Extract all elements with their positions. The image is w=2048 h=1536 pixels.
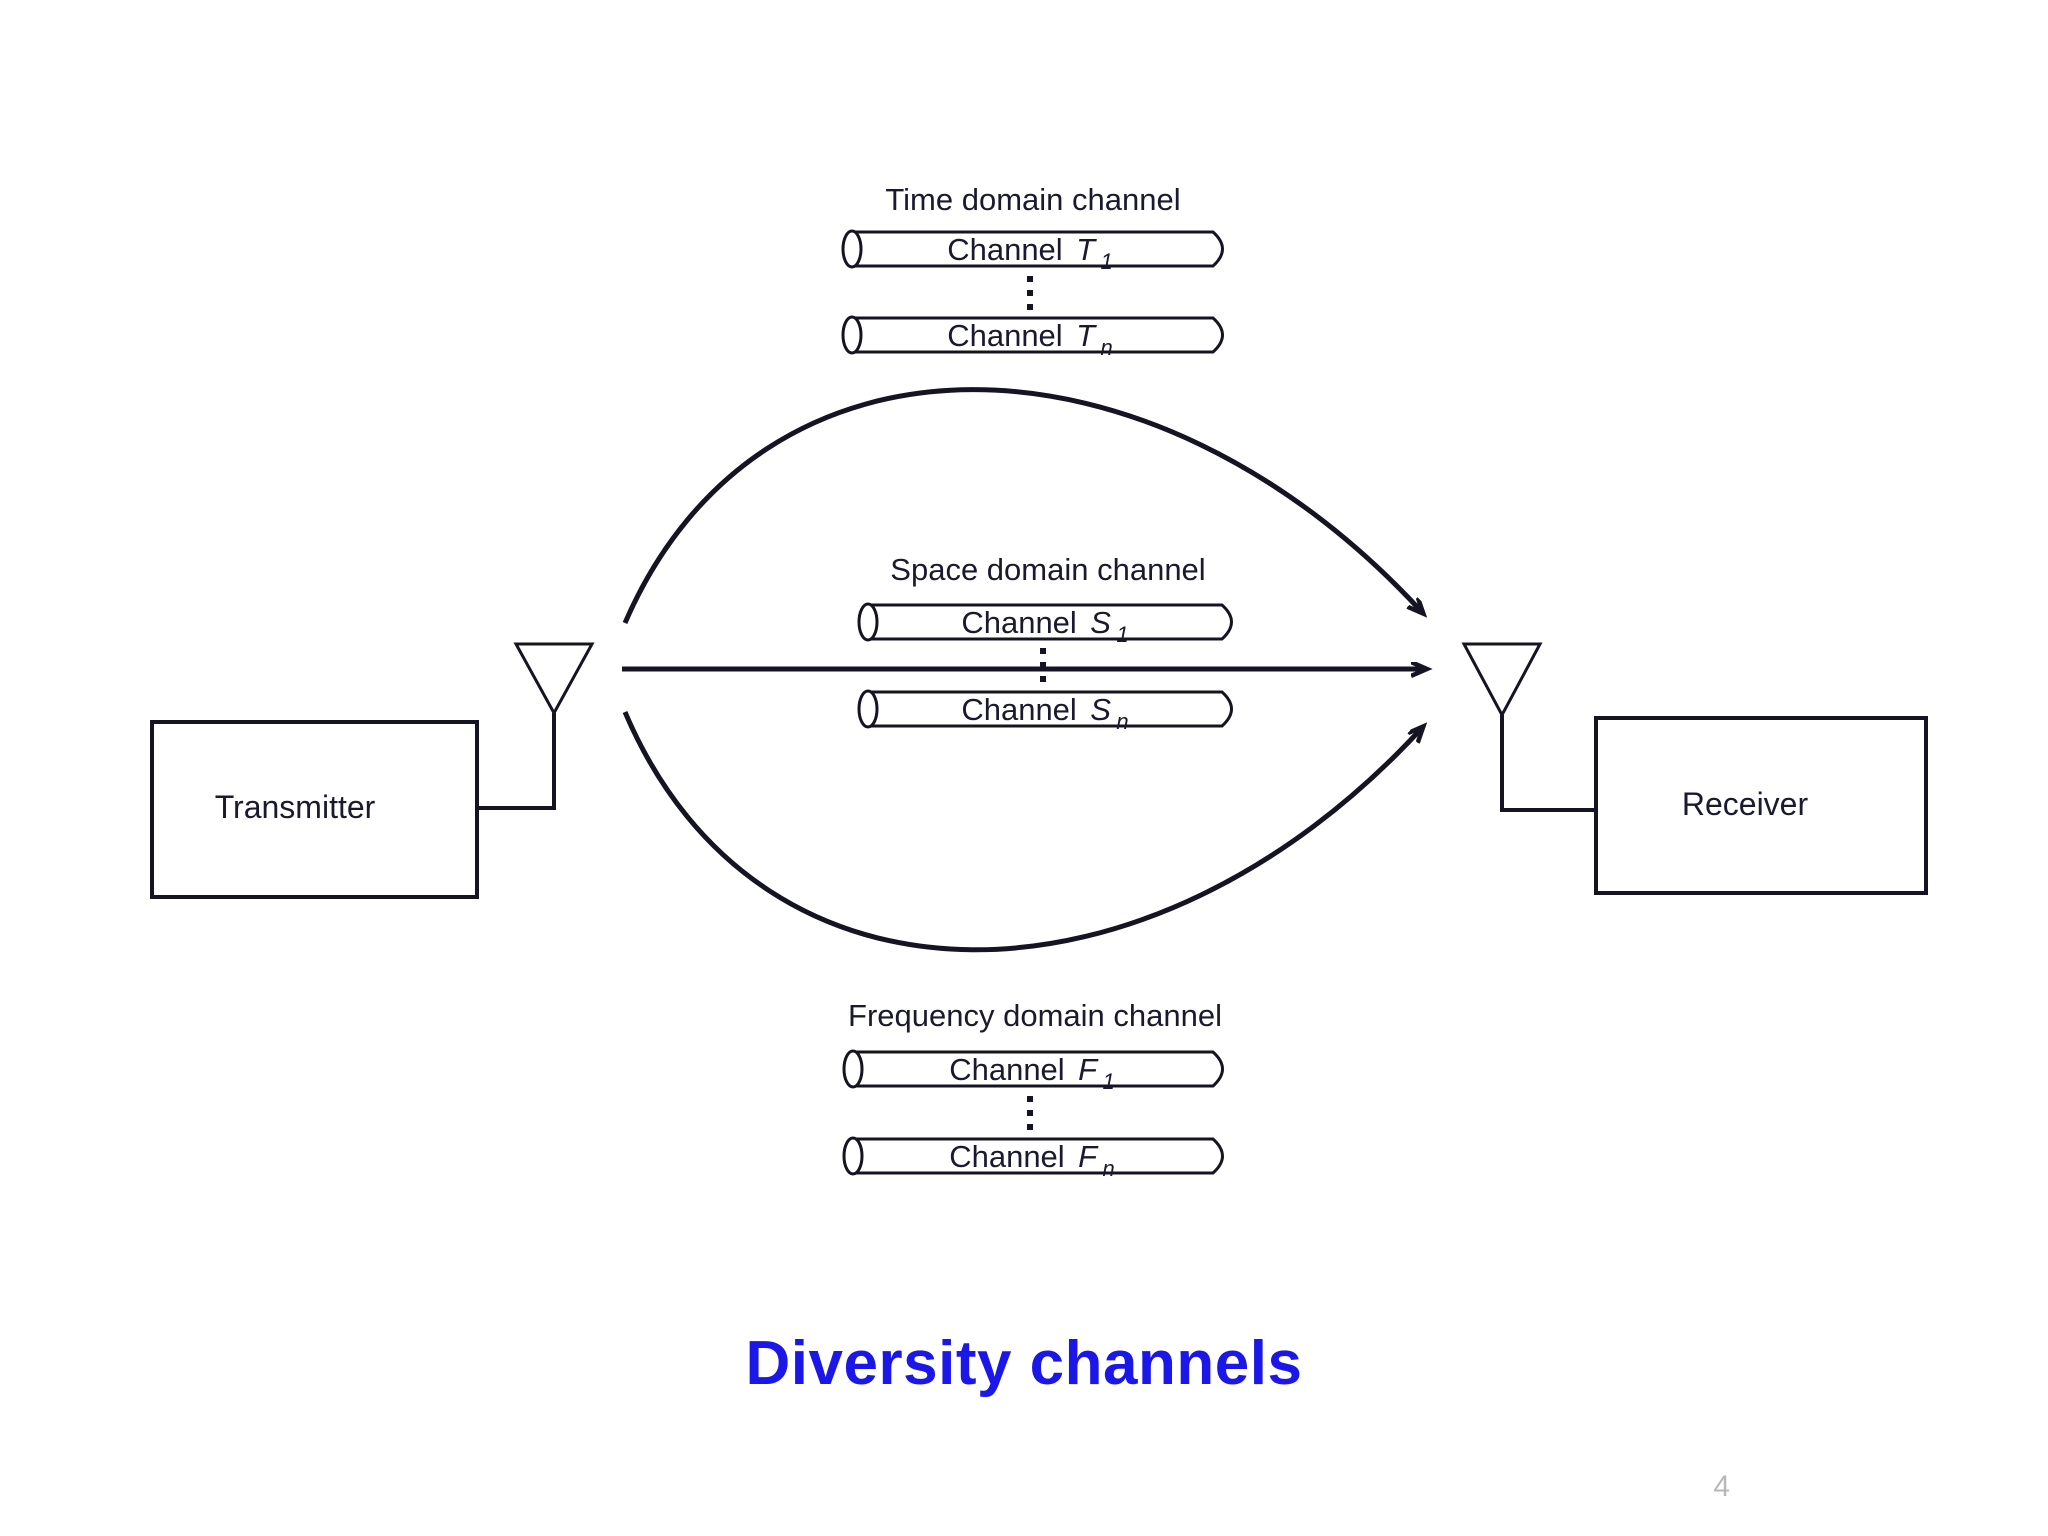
receiver-label: Receiver [1682, 786, 1809, 822]
cylinder-body [851, 1137, 1224, 1175]
space-channel-1[interactable]: Channel S 1 [857, 602, 1233, 647]
space-ellipsis [1040, 648, 1046, 682]
frequency-channel-1[interactable]: Channel F 1 [842, 1049, 1224, 1094]
time-channel-1[interactable]: Channel T 1 [841, 229, 1224, 274]
lower-path [622, 711, 1420, 953]
receive-antenna-icon [1461, 642, 1543, 719]
cylinder-cap [857, 689, 879, 729]
space-domain-title: Space domain channel [890, 552, 1205, 587]
cylinder-cap [841, 315, 863, 355]
space-channel-1-label: Channel S 1 [961, 605, 1128, 647]
frequency-domain-title: Frequency domain channel [848, 998, 1222, 1033]
receiver-feed-line [1500, 715, 1596, 812]
propagation-paths [622, 387, 1422, 953]
cylinder-cap [842, 1049, 864, 1089]
cylinder-body [850, 230, 1224, 268]
time-channel-n-label: Channel T n [947, 318, 1113, 360]
frequency-channel-1-label: Channel F 1 [949, 1052, 1115, 1094]
cylinder-body [850, 316, 1224, 354]
space-domain-group: Space domain channel Channel S 1 [857, 552, 1233, 734]
time-domain-group: Time domain channel Channel T 1 [841, 182, 1224, 360]
time-channel-n[interactable]: Channel T n [841, 315, 1224, 360]
space-channel-n[interactable]: Channel S n [857, 689, 1233, 734]
page-number: 4 [1713, 1470, 1730, 1503]
time-channel-1-label: Channel T 1 [947, 232, 1113, 274]
cylinder-body [851, 1050, 1224, 1088]
space-channel-n-label: Channel S n [961, 692, 1128, 734]
frequency-domain-group: Frequency domain channel Channel F 1 [842, 998, 1224, 1181]
page-title: Diversity channels [745, 1329, 1303, 1398]
cylinder-cap [842, 1136, 864, 1176]
time-ellipsis [1027, 276, 1033, 310]
cylinder-cap [841, 229, 863, 269]
cylinder-cap [857, 602, 879, 642]
transmitter-feed-line [477, 713, 556, 810]
upper-path [622, 387, 1420, 624]
transmitter-label: Transmitter [215, 789, 376, 825]
cylinder-body [866, 690, 1233, 728]
receiver-box[interactable] [1594, 716, 1928, 895]
time-domain-title: Time domain channel [885, 182, 1180, 217]
transmit-antenna-icon [513, 642, 595, 717]
frequency-ellipsis [1027, 1096, 1033, 1130]
frequency-channel-n-label: Channel F n [949, 1139, 1115, 1181]
transmitter-group[interactable]: Transmitter [150, 642, 595, 899]
frequency-channel-n[interactable]: Channel F n [842, 1136, 1224, 1181]
cylinder-body [866, 603, 1233, 641]
receiver-group[interactable]: Receiver [1461, 642, 1928, 895]
